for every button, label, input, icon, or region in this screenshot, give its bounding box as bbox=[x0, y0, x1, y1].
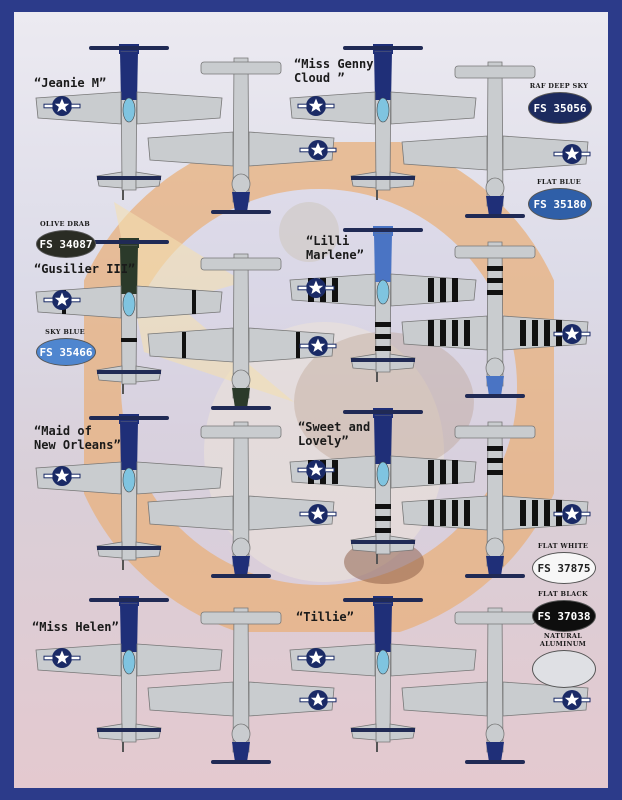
plane-bottom-view-8-icon bbox=[401, 607, 591, 764]
swatch-label: RAF DEEP SKY bbox=[529, 82, 589, 90]
plane-top-view-8-icon bbox=[289, 596, 477, 752]
plane-bottom-view-2-icon bbox=[401, 61, 591, 218]
plane-top-view-7-icon bbox=[35, 596, 223, 752]
swatch-code: FS 35466 bbox=[36, 338, 96, 366]
plane-top-view-6-icon bbox=[289, 408, 477, 564]
plane-top-view-1-icon bbox=[35, 44, 223, 200]
swatch-code: FS 35180 bbox=[528, 188, 592, 220]
swatch-code: FS 35056 bbox=[528, 92, 592, 124]
aircraft-name-label: “Maid of New Orleans” bbox=[34, 424, 121, 452]
plane-top-view-5-icon bbox=[35, 414, 223, 570]
color-swatch: FLAT BLACK FS 37038 bbox=[532, 590, 596, 632]
aircraft-name-label: “Miss Helen” bbox=[32, 620, 119, 634]
aircraft-name-label: “Sweet and Lovely” bbox=[298, 420, 371, 448]
plane-top-view-4-icon bbox=[289, 226, 477, 382]
aircraft-name-label: “Tillie” bbox=[296, 610, 354, 624]
color-swatch: OLIVE DRAB FS 34087 bbox=[36, 220, 96, 258]
plane-bottom-view-4-icon bbox=[401, 241, 591, 398]
swatch-code bbox=[532, 650, 596, 688]
plane-bottom-view-1-icon bbox=[147, 57, 337, 214]
color-swatch: FLAT WHITE FS 37875 bbox=[532, 542, 596, 584]
plane-bottom-view-3-icon bbox=[147, 253, 337, 410]
aircraft-name-label: “Jeanie M” bbox=[34, 76, 107, 90]
aircraft-name-label: “Miss Genny Cloud ” bbox=[294, 57, 374, 85]
aircraft-name-label: “Gusilier III” bbox=[34, 262, 136, 276]
color-swatch: RAF DEEP SKY FS 35056 bbox=[528, 82, 592, 124]
swatch-label: SKY BLUE bbox=[45, 328, 85, 336]
color-swatch: NATURAL ALUMINUM bbox=[532, 632, 596, 688]
plane-bottom-view-5-icon bbox=[147, 421, 337, 578]
swatch-code: FS 37038 bbox=[532, 600, 596, 632]
plane-bottom-view-7-icon bbox=[147, 607, 337, 764]
swatch-code: FS 34087 bbox=[36, 230, 96, 258]
swatch-label: NATURAL ALUMINUM bbox=[539, 632, 587, 648]
plane-bottom-view-6-icon bbox=[401, 421, 591, 578]
color-swatch: FLAT BLUE FS 35180 bbox=[528, 178, 592, 220]
aircraft-name-label: “Lilli Marlene” bbox=[306, 234, 364, 262]
color-swatch: SKY BLUE FS 35466 bbox=[36, 328, 96, 366]
plane-top-view-2-icon bbox=[289, 44, 477, 200]
decal-sheet: “Jeanie M” “Miss Genny Cloud ” “Gusilier I… bbox=[14, 12, 608, 788]
plane-top-view-3-icon bbox=[35, 238, 223, 394]
swatch-label: FLAT BLUE bbox=[536, 178, 581, 186]
swatch-label: FLAT WHITE bbox=[537, 542, 589, 550]
swatch-label: OLIVE DRAB bbox=[39, 220, 91, 228]
swatch-code: FS 37875 bbox=[532, 552, 596, 584]
swatch-label: FLAT BLACK bbox=[538, 590, 588, 598]
